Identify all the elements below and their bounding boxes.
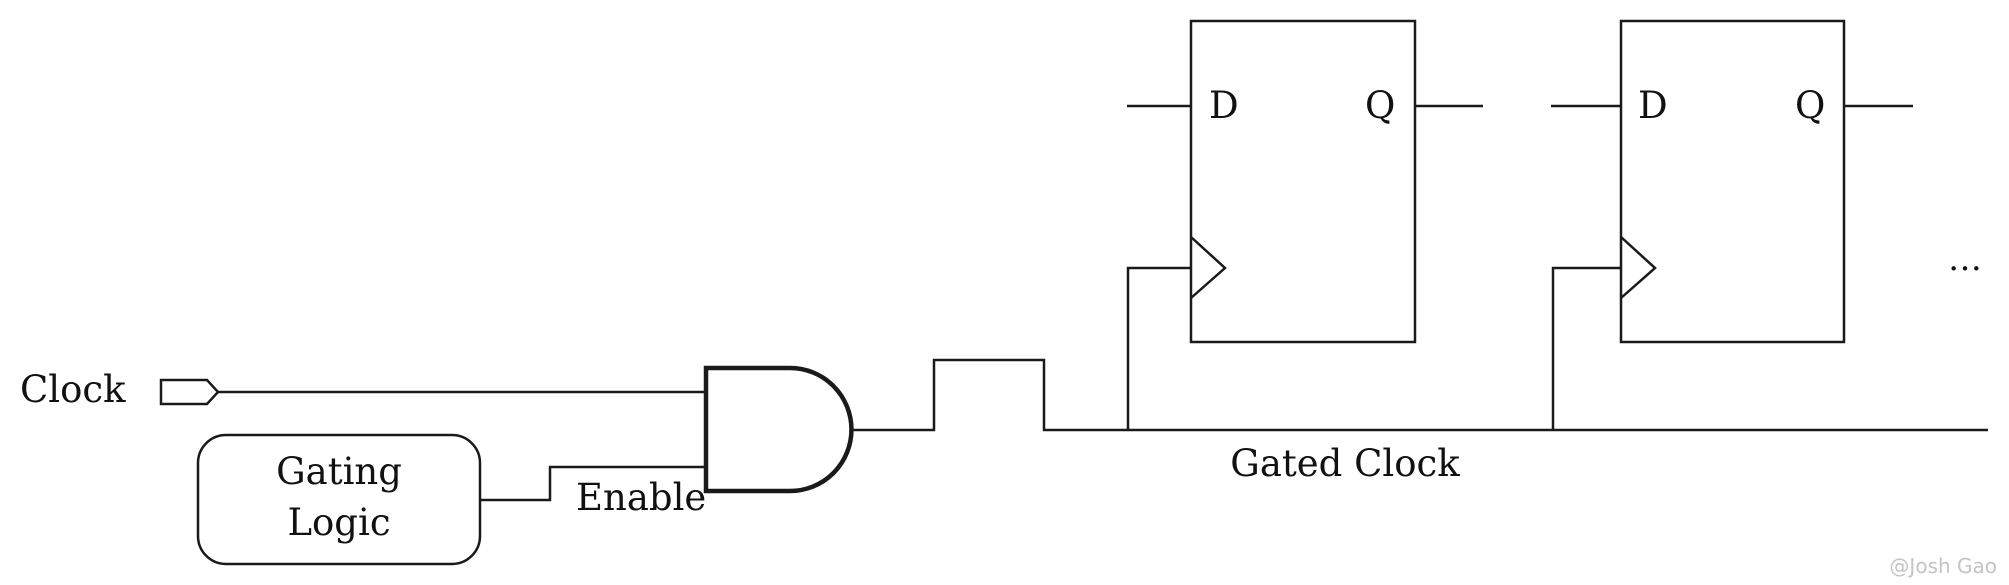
ff2-clock-triangle-icon	[1620, 236, 1657, 299]
ff1-clock-triangle-icon	[1190, 236, 1227, 299]
clock-input-port	[159, 378, 220, 406]
ff1-clock-wire	[1126, 266, 1191, 430]
ff1-d-label: D	[1209, 84, 1239, 127]
gating-logic-label-line2: Logic	[287, 501, 390, 544]
flip-flop-1	[1189, 19, 1417, 344]
clock-label: Clock	[20, 368, 126, 411]
ff2-q-label: Q	[1795, 84, 1825, 127]
enable-wire	[480, 465, 706, 502]
gated-clock-label: Gated Clock	[1230, 442, 1460, 485]
gating-logic-label-line1: Gating	[276, 450, 402, 493]
and-gate	[703, 365, 854, 494]
ff2-clock-wire	[1551, 266, 1621, 430]
watermark: @Josh Gao	[1889, 554, 1997, 578]
flip-flop-2	[1619, 19, 1846, 344]
gated-clock-wire	[851, 358, 1988, 432]
ff2-d-label: D	[1638, 84, 1668, 127]
ff1-q-label: Q	[1365, 84, 1395, 127]
continuation-ellipsis: …	[1948, 239, 1982, 279]
enable-label: Enable	[576, 476, 706, 519]
